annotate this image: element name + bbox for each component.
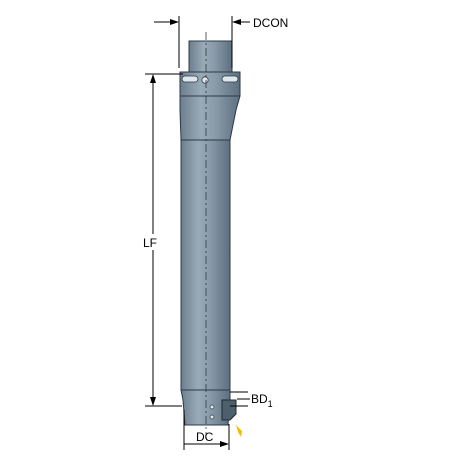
lf-dimension xyxy=(140,73,183,407)
bd1-label: BD1 xyxy=(251,392,273,409)
insert-screw-1 xyxy=(209,404,215,410)
cutting-insert xyxy=(221,399,237,421)
flange-slot-right xyxy=(221,75,239,83)
shank-top xyxy=(188,40,233,73)
flange-slot-left xyxy=(181,75,199,83)
taper xyxy=(179,95,241,141)
lf-arrow-bottom xyxy=(150,397,156,406)
lf-label: LF xyxy=(143,236,157,250)
lf-arrow-top xyxy=(150,74,156,83)
dcon-dimension xyxy=(154,16,250,68)
bd1-label-sub: 1 xyxy=(268,399,273,409)
dcon-arrow-right xyxy=(232,19,241,25)
dc-dimension xyxy=(183,410,230,450)
bd1-label-main: BD xyxy=(251,392,268,406)
accent-mark xyxy=(236,425,242,437)
tool-body xyxy=(179,32,242,437)
bd1-dimension xyxy=(230,391,250,407)
flange-hole xyxy=(201,76,209,84)
head xyxy=(180,389,231,426)
dc-arrow-right xyxy=(220,441,229,447)
insert-screw-2 xyxy=(209,414,215,420)
main-bar xyxy=(180,139,231,391)
dcon-arrow-left xyxy=(170,19,179,25)
dc-label: DC xyxy=(196,430,214,444)
dcon-label: DCON xyxy=(253,16,288,30)
lf-label-bg xyxy=(140,234,166,250)
